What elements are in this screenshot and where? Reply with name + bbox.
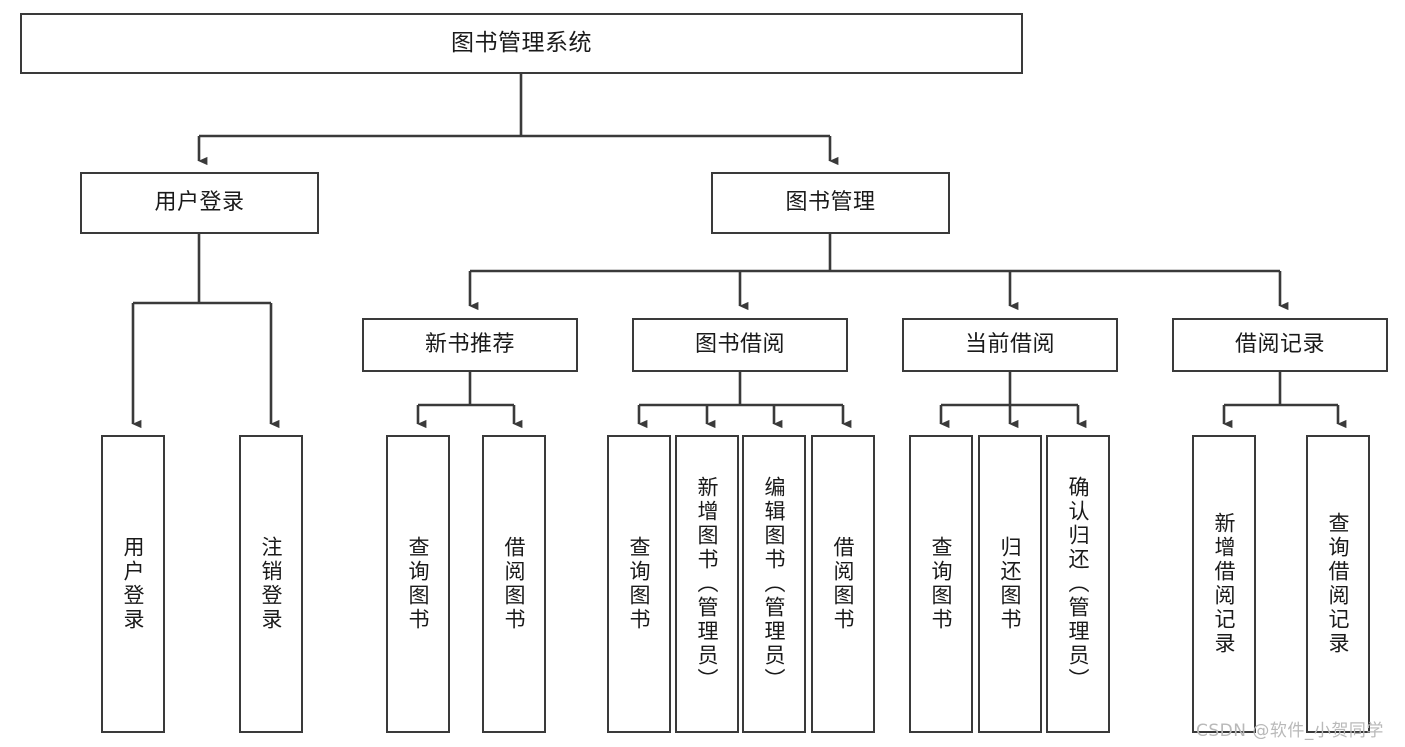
node-user-login[interactable]: 用户登录 [80, 172, 319, 234]
node-label: 当前借阅 [964, 332, 1055, 358]
node-root-book-management-system[interactable]: 图书管理系统 [20, 13, 1023, 74]
node-label: 新增借阅记录 [1212, 512, 1237, 656]
node-leaf-current-borrow-return[interactable]: 归还图书 [978, 435, 1042, 733]
node-new-book-recommend[interactable]: 新书推荐 [362, 318, 578, 372]
node-label: 查询图书 [406, 536, 431, 632]
node-label: 查询借阅记录 [1326, 512, 1351, 656]
node-leaf-book-borrow-add[interactable]: 新增图书（管理员） [675, 435, 739, 733]
node-label: 编辑图书（管理员） [762, 476, 787, 692]
node-leaf-book-borrow-borrow[interactable]: 借阅图书 [811, 435, 875, 733]
node-leaf-borrow-record-add[interactable]: 新增借阅记录 [1192, 435, 1256, 733]
node-label: 图书管理 [785, 190, 876, 216]
node-label: 用户登录 [154, 190, 245, 216]
node-label: 注销登录 [259, 536, 284, 632]
node-label: 用户登录 [121, 536, 146, 632]
node-leaf-user-login-logout[interactable]: 注销登录 [239, 435, 303, 733]
node-borrow-record[interactable]: 借阅记录 [1172, 318, 1388, 372]
node-leaf-borrow-record-query[interactable]: 查询借阅记录 [1306, 435, 1370, 733]
node-leaf-new-book-borrow[interactable]: 借阅图书 [482, 435, 546, 733]
node-leaf-book-borrow-query[interactable]: 查询图书 [607, 435, 671, 733]
node-leaf-user-login-login[interactable]: 用户登录 [101, 435, 165, 733]
node-label: 查询图书 [929, 536, 954, 632]
node-label: 确认归还（管理员） [1066, 476, 1091, 692]
node-label: 图书借阅 [694, 332, 785, 358]
node-leaf-book-borrow-edit[interactable]: 编辑图书（管理员） [742, 435, 806, 733]
node-label: 查询图书 [627, 536, 652, 632]
node-current-borrow[interactable]: 当前借阅 [902, 318, 1118, 372]
watermark-text: CSDN @软件_小贺同学 [1196, 721, 1384, 741]
node-label: 归还图书 [998, 536, 1023, 632]
node-label: 新书推荐 [424, 332, 515, 358]
node-leaf-current-borrow-query[interactable]: 查询图书 [909, 435, 973, 733]
node-label: 借阅图书 [831, 536, 856, 632]
node-book-management[interactable]: 图书管理 [711, 172, 950, 234]
node-label: 新增图书（管理员） [695, 476, 720, 692]
node-leaf-new-book-query[interactable]: 查询图书 [386, 435, 450, 733]
node-leaf-current-borrow-confirm-return[interactable]: 确认归还（管理员） [1046, 435, 1110, 733]
csdn-watermark: CSDN @软件_小贺同学 [1196, 716, 1384, 741]
node-label: 借阅记录 [1234, 332, 1325, 358]
node-label: 借阅图书 [502, 536, 527, 632]
node-book-borrow[interactable]: 图书借阅 [632, 318, 848, 372]
node-label: 图书管理系统 [451, 29, 592, 56]
